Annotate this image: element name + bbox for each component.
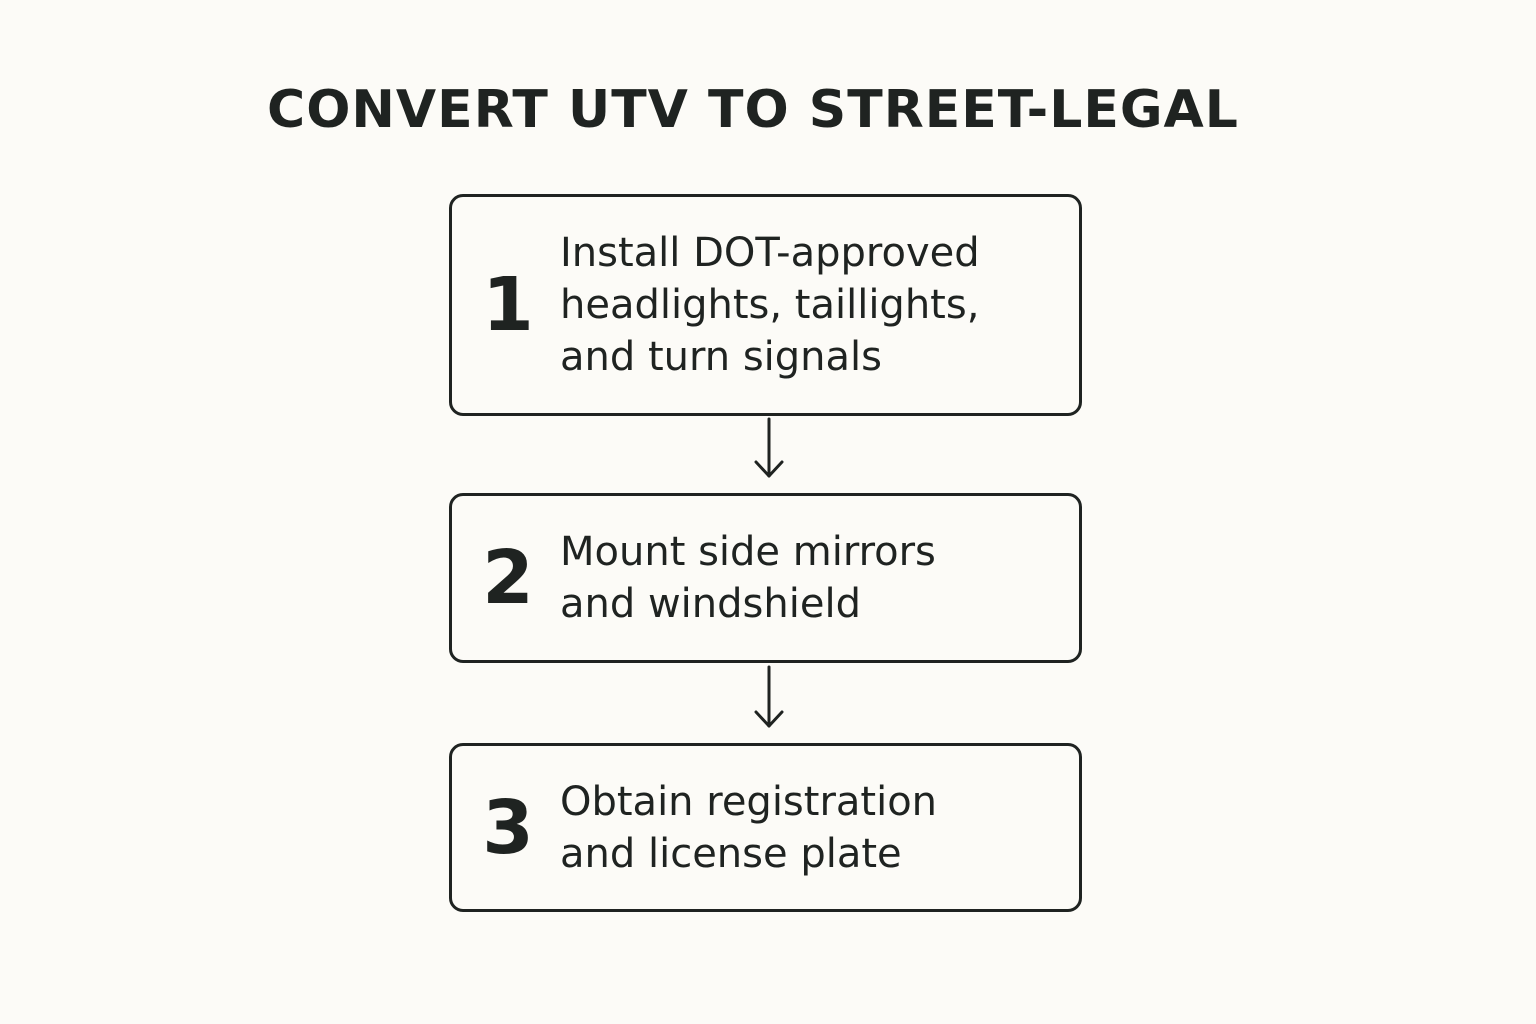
step-text-1: Install DOT-approved headlights, taillig… xyxy=(560,230,980,380)
step-number-2: 2 xyxy=(482,535,534,621)
step-text-3: Obtain registration and license plate xyxy=(560,778,938,877)
step-box-3: 3 Obtain registration and license plate xyxy=(449,743,1082,912)
step-number-1: 1 xyxy=(482,262,534,348)
step-number-3: 3 xyxy=(482,784,534,871)
diagram-title: CONVERT UTV TO STREET-LEGAL xyxy=(267,80,1239,140)
arrow-down-icon xyxy=(754,665,784,728)
step-box-2: 2 Mount side mirrors and windshield xyxy=(449,493,1082,663)
step-box-1: 1 Install DOT-approved headlights, taill… xyxy=(449,194,1082,416)
step-text-2: Mount side mirrors and windshield xyxy=(560,529,936,627)
arrow-down-icon xyxy=(754,417,784,478)
